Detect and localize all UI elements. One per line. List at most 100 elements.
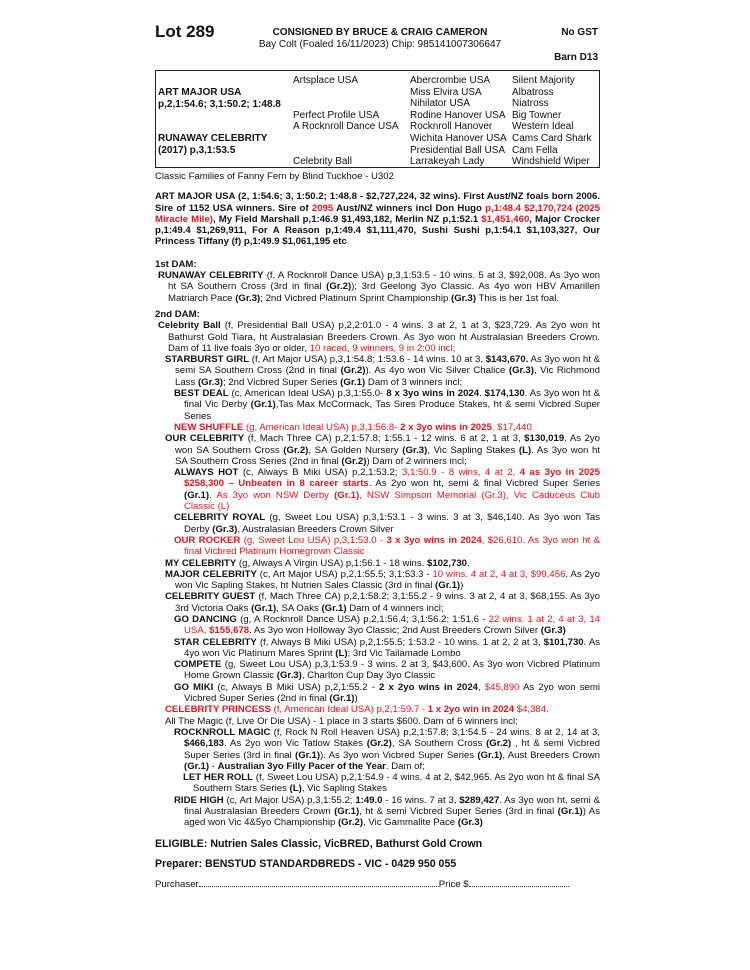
text-run: (Gr.3) <box>402 444 428 456</box>
pedigree-gen4: Big Towner <box>512 109 562 121</box>
text-run: , ht & semi Vicbred Super Series (3rd in… <box>184 738 600 761</box>
text-run: (Gr.2) <box>366 738 392 750</box>
text-run: . Dam of; <box>385 760 425 772</box>
text-run: (f, Rock N Roll Heaven USA) p,2,1:57.8; … <box>270 726 600 738</box>
text-run: 3 x 3yo wins in 2024 <box>386 534 482 546</box>
eligibility: ELIGIBLE: Nutrien Sales Classic, VicBRED… <box>155 837 483 850</box>
text-run: 2095 <box>311 202 334 214</box>
pedigree-entry: GO MIKI (c, Always B Miki USA) p,2,1:55.… <box>155 682 600 705</box>
text-run: . As 3yo won Holloway 3yo Classic; 2nd A… <box>249 625 541 637</box>
horse-name: STARBURST GIRL <box>165 354 250 366</box>
pedigree-table: ART MAJOR USA p,2,1:54.6; 3,1:50.2; 1:48… <box>155 70 600 168</box>
text-run: ) <box>460 580 464 592</box>
text-run: ) As aged won Vic 4&5yo Championship <box>184 806 600 829</box>
text-run: . As 2yo won ht, semi & final Vicbred Su… <box>368 478 601 490</box>
text-run: , Vic Richmond Lass <box>175 365 601 388</box>
text-run: (Gr.2) <box>326 281 352 293</box>
text-run: (Gr.2) <box>340 365 366 377</box>
pedigree-entry: LET HER ROLL (f, Sweet Lou USA) p,2,1:54… <box>155 772 600 795</box>
text-run: . $17,440 <box>491 421 532 433</box>
text-run: (c, Always B Miki USA) p,2,1:53.2; <box>238 467 402 479</box>
text-run: . As 2yo won Vic Sapling Stakes, ht Nutr… <box>175 568 600 592</box>
pedigree-gen2: Artsplace USA <box>293 75 359 86</box>
text-run: As 3yo won NSW Derby <box>216 489 335 501</box>
sire-summary: ART MAJOR USA (2, 1:54.6; 3, 1:50.2; 1:4… <box>155 191 600 247</box>
text-run: (Gr.3) <box>197 376 223 388</box>
pedigree-entry: CELEBRITY ROYAL (g, Sweet Lou USA) p,3,1… <box>155 512 600 535</box>
text-run: (Gr.1) <box>329 693 355 705</box>
text-run: 10 raced, 9 winners, 9 in 2:00 incl; <box>309 342 456 354</box>
text-run: (Gr.3) <box>451 292 477 304</box>
text-run: (g, Sweet Lou USA) p,3,1:53.0 - <box>240 534 387 546</box>
horse-name: MY CELEBRITY <box>165 557 237 569</box>
text-run: 4 as 3yo in 2025 $258,300 – Unbeaten in … <box>184 467 601 490</box>
text-run: 2 x 2yo wins in 2024 <box>379 681 479 693</box>
horse-name: GO DANCING <box>174 613 237 625</box>
text-run: , My Field Marshall p,1:46.9 $1,493,182,… <box>213 213 482 225</box>
horse-name: GO MIKI <box>174 681 214 693</box>
text-run: , SA Oaks <box>276 602 322 614</box>
pedigree-gen4: Niatross <box>512 98 549 110</box>
sire-record: p,2,1:54.6; 3,1:50.2; 1:48.8 <box>158 99 281 110</box>
text-run: (Gr.3) <box>212 523 238 535</box>
horse-name: RIDE HIGH <box>174 794 224 806</box>
second-dam-heading: 2nd DAM: <box>155 308 200 320</box>
horse-name: CELEBRITY ROYAL <box>174 512 266 524</box>
text-run: 3,1:50.9 - 8 wins, 4 at 2, <box>401 467 520 479</box>
price-field[interactable] <box>468 878 569 888</box>
text-run: (Gr.2) <box>283 444 309 456</box>
horse-name: COMPETE <box>174 659 222 671</box>
text-run: . As 3yo won ht & final Vic Derby <box>184 388 600 411</box>
text-run: 1 x 2yo win in 2024 <box>427 704 515 716</box>
text-run: . <box>479 388 485 400</box>
horse-name: OUR CELEBRITY <box>165 433 245 445</box>
price-label: Price $ <box>438 879 469 891</box>
text-run: (L) <box>335 647 348 659</box>
catalogue-content: Classic Families of Fanny Fern by Blind … <box>155 171 600 891</box>
text-run: $155,678 <box>209 625 250 637</box>
text-run: (Gr.1) <box>295 749 321 761</box>
text-run: Aust/NZ winners incl Don Hugo <box>333 202 486 214</box>
text-run: ; 2nd Vicbred Super Series <box>223 376 341 388</box>
barn-location: Barn D13 <box>554 52 598 63</box>
text-run: ,Tas Max McCormack, Tas Sires Produce St… <box>184 399 601 422</box>
text-run: (Gr.3) <box>540 625 566 637</box>
text-run: , Vic Sapling Stakes <box>427 444 519 456</box>
text-run: $466,183 <box>184 738 225 750</box>
text-run: (g, American Ideal USA) p,3,1:56.8- <box>243 421 401 433</box>
text-run: (f, Always B Miki USA) p,2,1:55.5; 1:53.… <box>256 636 544 648</box>
text-run: ) Dam of 2 winners incl; <box>366 455 467 467</box>
pedigree-gen4: Silent Majority <box>512 75 575 86</box>
text-run: (Gr.2) <box>486 738 512 750</box>
pedigree-gen3: Larrakeyah Lady <box>410 156 485 168</box>
text-run: , <box>478 681 485 693</box>
text-run: ). As 4yo won Vic Silver Chalice <box>365 365 509 377</box>
text-run: $101,730 <box>543 636 584 648</box>
text-run: (f, Presidential Ball USA) p,2,2:01.0 - … <box>168 320 600 354</box>
horse-name: Celebrity Ball <box>158 320 221 332</box>
horse-name: CELEBRITY PRINCESS <box>165 704 271 716</box>
horse-name: BEST DEAL <box>174 388 229 400</box>
text-run: p,1:48.4 $2,170,724 (2025 Miracle Mile) <box>155 202 600 225</box>
text-run: (Gr.1) <box>250 399 276 411</box>
text-run: (g, Sweet Lou USA) p,3,1:53.1 - 3 wins. … <box>184 512 601 535</box>
horse-name: LET HER ROLL <box>183 772 254 784</box>
text-run: ) <box>354 693 358 705</box>
text-run: $174,130 <box>484 388 525 400</box>
purchaser-field[interactable] <box>198 878 439 888</box>
text-run: ; 3rd Vic Tailamade Lombo <box>347 647 461 659</box>
pedigree-gen4: Western Ideal <box>512 121 574 133</box>
text-run: (f, Mach Three CA) p,2,1:58.2; 3,1:55.2 … <box>175 591 600 614</box>
text-run: , SA Golden Nursery <box>308 444 403 456</box>
pedigree-gen3: Miss Elvira USA <box>410 86 482 98</box>
text-run: , Major Crocker p,1:49.4 $1,269,911, For… <box>155 213 600 248</box>
text-run: (c, American Ideal USA) p,3,1:55.0- <box>228 388 387 400</box>
text-run: , Vic Gammalite Pace <box>363 817 458 829</box>
pedigree-entry: ROCKNROLL MAGIC (f, Rock N Roll Heaven U… <box>155 727 600 772</box>
text-run: . <box>209 489 217 501</box>
text-run: ). As 3yo won Vicbred Super Series <box>320 749 478 761</box>
horse-name: NEW SHUFFLE <box>174 421 244 433</box>
text-run: $1,451,460 <box>481 213 530 225</box>
horse-name: CELEBRITY GUEST <box>165 591 256 603</box>
pedigree-entry: RIDE HIGH (c, Art Major USA) p,3,1:55.2;… <box>155 795 600 829</box>
